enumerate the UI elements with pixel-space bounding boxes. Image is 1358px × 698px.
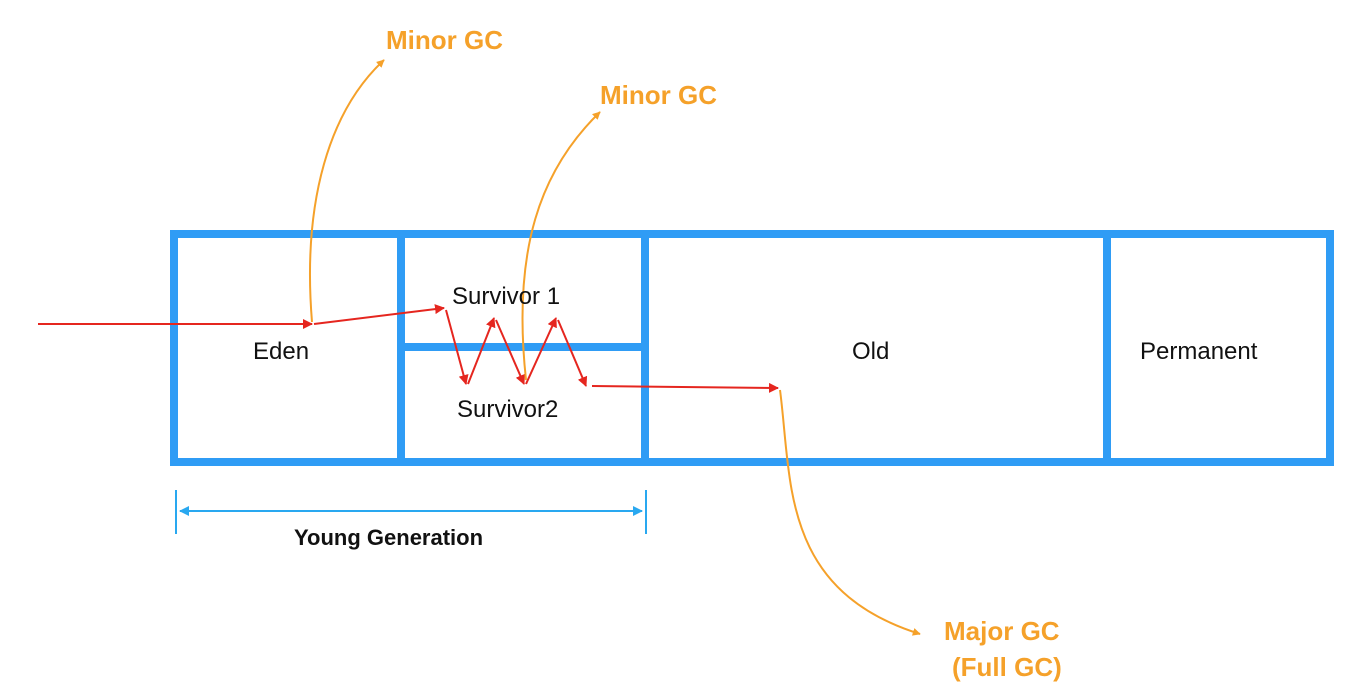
- major-gc-arrow: [779, 389, 921, 636]
- old-label: Old: [852, 338, 890, 365]
- object-flow-arrows: [38, 304, 779, 393]
- full-gc-label: (Full GC): [952, 652, 1062, 682]
- young-generation-bracket: [175, 490, 647, 534]
- minor-gc-arrow-1: [309, 59, 385, 323]
- survivor-1-label: Survivor 1: [452, 283, 561, 310]
- eden-to-survivor-arrow: [313, 304, 445, 325]
- survivor-2-label: Survivor2: [457, 396, 559, 423]
- heap-outline: [170, 230, 1334, 466]
- eden-label: Eden: [253, 338, 310, 365]
- heap-frame: [170, 230, 1334, 466]
- minor-gc-label-1: Minor GC: [386, 25, 503, 55]
- minor-gc-label-2: Minor GC: [600, 80, 717, 110]
- gc-arrows: [309, 59, 921, 636]
- promotion-arrow: [591, 382, 779, 393]
- major-gc-label: Major GC: [944, 616, 1060, 646]
- young-generation-label: Young Generation: [294, 525, 484, 550]
- permanent-label: Permanent: [1140, 338, 1258, 365]
- minor-gc-arrow-2: [521, 111, 601, 381]
